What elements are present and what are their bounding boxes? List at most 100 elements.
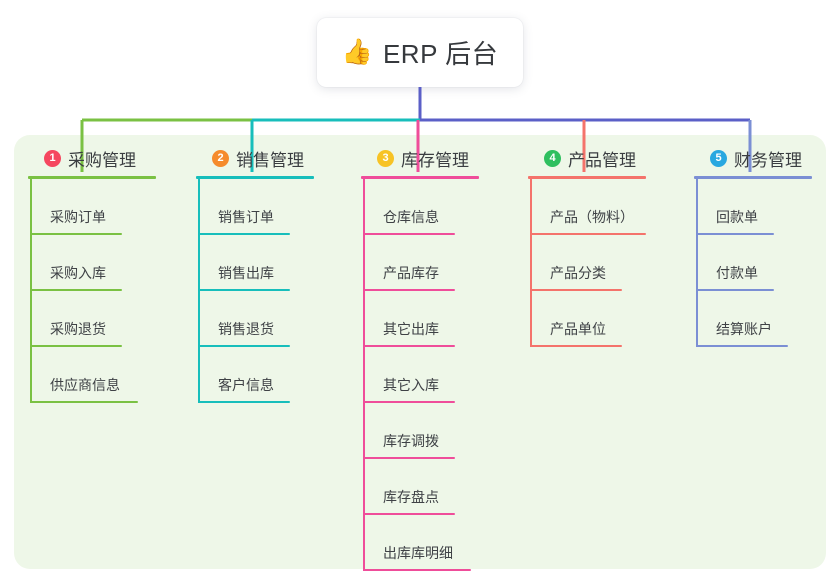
item-label: 仓库信息 <box>383 209 439 225</box>
item-underline <box>696 289 774 291</box>
item-label: 出库库明细 <box>383 545 453 561</box>
item-connector-stem <box>30 235 32 291</box>
list-item[interactable]: 付款单 <box>694 235 812 291</box>
item-underline <box>363 233 455 235</box>
column-underline <box>694 176 812 179</box>
item-connector-stem <box>363 403 365 459</box>
column-header-3[interactable]: 3 库存管理 <box>361 146 479 170</box>
item-underline <box>363 457 455 459</box>
item-underline <box>363 345 455 347</box>
item-label: 库存盘点 <box>383 489 439 505</box>
column-underline <box>196 176 314 179</box>
item-label: 采购订单 <box>50 209 106 225</box>
item-label: 结算账户 <box>716 321 772 337</box>
item-label: 销售订单 <box>218 209 274 225</box>
item-label: 库存调拨 <box>383 433 439 449</box>
list-item[interactable]: 其它入库 <box>361 347 479 403</box>
item-underline <box>30 289 122 291</box>
item-connector-stem <box>696 291 698 347</box>
item-label: 采购入库 <box>50 265 106 281</box>
list-item[interactable]: 销售订单 <box>196 179 314 235</box>
list-item[interactable]: 采购退货 <box>28 291 156 347</box>
list-item[interactable]: 采购订单 <box>28 179 156 235</box>
item-label: 产品库存 <box>383 265 439 281</box>
item-connector-stem <box>30 291 32 347</box>
column-header-5[interactable]: 5 财务管理 <box>694 146 812 170</box>
item-label: 销售出库 <box>218 265 274 281</box>
column-产品管理: 4 产品管理产品（物料） 产品分类产品单位 <box>528 146 646 347</box>
item-underline <box>363 289 455 291</box>
item-label: 其它出库 <box>383 321 439 337</box>
list-item[interactable]: 出库库明细 <box>361 515 479 571</box>
item-underline <box>30 401 138 403</box>
item-connector-stem <box>198 179 200 235</box>
item-connector-stem <box>363 347 365 403</box>
item-connector-stem <box>198 347 200 403</box>
column-库存管理: 3 库存管理仓库信息产品库存其它出库其它入库库存调拨库存盘点出库库明细 <box>361 146 479 571</box>
column-title: 财务管理 <box>734 150 802 170</box>
item-underline <box>30 233 122 235</box>
diagram-panel <box>14 135 826 569</box>
item-underline <box>363 401 455 403</box>
column-header-4[interactable]: 4 产品管理 <box>528 146 646 170</box>
column-财务管理: 5 财务管理回款单付款单结算账户 <box>694 146 812 347</box>
item-label: 采购退货 <box>50 321 106 337</box>
list-item[interactable]: 其它出库 <box>361 291 479 347</box>
column-badge-5: 5 <box>710 149 727 167</box>
column-header-1[interactable]: 1 采购管理 <box>28 146 156 170</box>
list-item[interactable]: 产品分类 <box>528 235 646 291</box>
list-item[interactable]: 产品库存 <box>361 235 479 291</box>
thumbs-up-icon: 👍 <box>341 38 373 66</box>
item-underline <box>696 233 774 235</box>
item-label: 产品（物料） <box>550 209 634 225</box>
item-connector-stem <box>30 179 32 235</box>
item-connector-stem <box>198 235 200 291</box>
list-item[interactable]: 销售出库 <box>196 235 314 291</box>
root-node-card[interactable]: 👍 ERP 后台 <box>317 18 523 87</box>
item-underline <box>30 345 122 347</box>
column-title: 库存管理 <box>401 150 469 170</box>
item-connector-stem <box>530 291 532 347</box>
column-采购管理: 1 采购管理采购订单采购入库采购退货供应商信息 <box>28 146 156 403</box>
column-items: 产品（物料） 产品分类产品单位 <box>528 179 646 347</box>
column-title: 产品管理 <box>568 150 636 170</box>
list-item[interactable]: 客户信息 <box>196 347 314 403</box>
item-connector-stem <box>530 179 532 235</box>
list-item[interactable]: 采购入库 <box>28 235 156 291</box>
item-connector-stem <box>363 459 365 515</box>
item-label: 产品分类 <box>550 265 606 281</box>
column-title: 销售管理 <box>236 150 304 170</box>
item-underline <box>198 401 290 403</box>
column-badge-3: 3 <box>377 149 394 167</box>
item-connector-stem <box>696 179 698 235</box>
column-items: 仓库信息产品库存其它出库其它入库库存调拨库存盘点出库库明细 <box>361 179 479 571</box>
list-item[interactable]: 结算账户 <box>694 291 812 347</box>
list-item[interactable]: 库存调拨 <box>361 403 479 459</box>
column-title: 采购管理 <box>68 150 136 170</box>
item-connector-stem <box>30 347 32 403</box>
item-connector-stem <box>696 235 698 291</box>
item-underline <box>363 513 455 515</box>
list-item[interactable]: 销售退货 <box>196 291 314 347</box>
item-connector-stem <box>363 291 365 347</box>
list-item[interactable]: 产品（物料） <box>528 179 646 235</box>
list-item[interactable]: 库存盘点 <box>361 459 479 515</box>
list-item[interactable]: 供应商信息 <box>28 347 156 403</box>
list-item[interactable]: 回款单 <box>694 179 812 235</box>
item-underline <box>530 233 646 235</box>
column-underline <box>528 176 646 179</box>
column-badge-4: 4 <box>544 149 561 167</box>
root-node-title: ERP 后台 <box>382 39 499 69</box>
column-underline <box>28 176 156 179</box>
item-label: 其它入库 <box>383 377 439 393</box>
list-item[interactable]: 产品单位 <box>528 291 646 347</box>
list-item[interactable]: 仓库信息 <box>361 179 479 235</box>
item-label: 回款单 <box>716 209 758 225</box>
item-label: 付款单 <box>716 265 758 281</box>
item-underline <box>530 345 622 347</box>
column-badge-1: 1 <box>44 149 61 167</box>
item-label: 客户信息 <box>218 377 274 393</box>
